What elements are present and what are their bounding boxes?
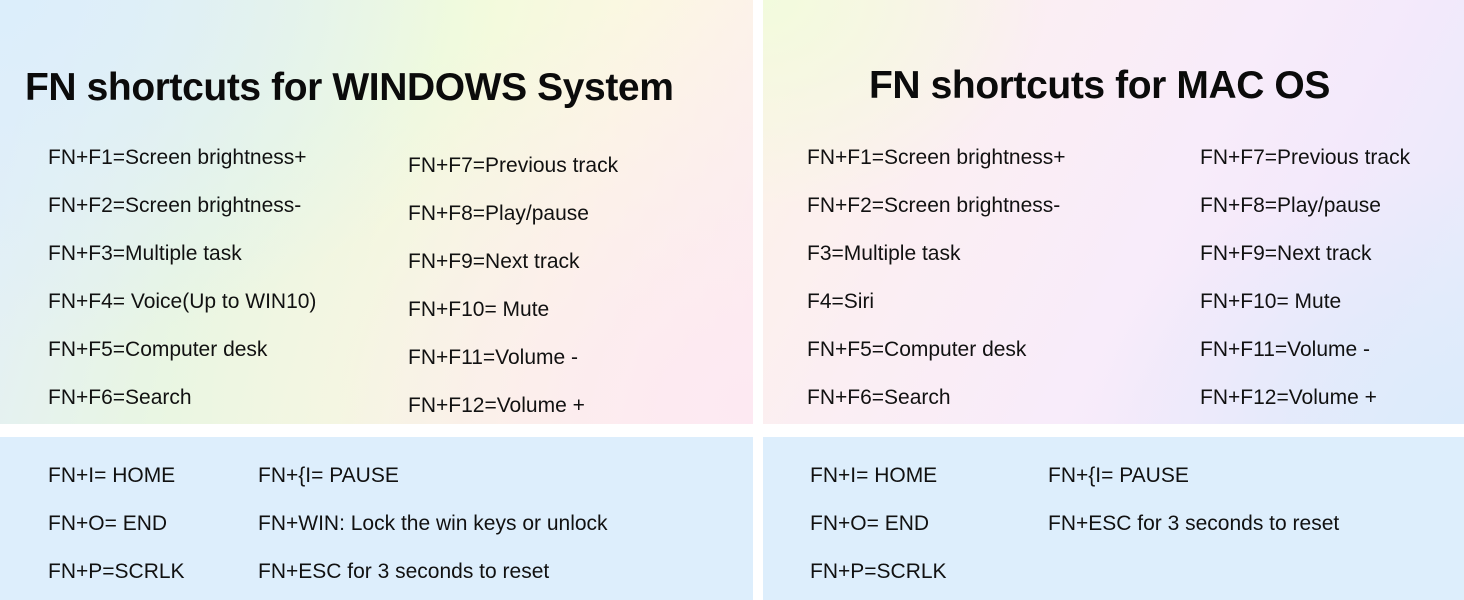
shortcut-item: FN+P=SCRLK xyxy=(810,560,947,583)
shortcut-item: FN+F7=Previous track xyxy=(408,154,619,177)
mac-shortcuts-panel xyxy=(763,0,1464,424)
shortcut-item: FN+F11=Volume - xyxy=(1200,338,1371,361)
mac-bottom-column-right: FN+{I= PAUSE FN+ESC for 3 seconds to res… xyxy=(1048,452,1339,548)
shortcut-item: FN+F12=Volume + xyxy=(1200,386,1377,409)
vertical-divider xyxy=(753,0,763,600)
mac-extra-shortcuts-panel xyxy=(763,437,1464,600)
shortcut-item: FN+F6=Search xyxy=(807,386,951,409)
shortcut-item: FN+ESC for 3 seconds to reset xyxy=(258,560,550,583)
shortcut-item: FN+I= HOME xyxy=(48,464,176,487)
shortcut-item: FN+F8=Play/pause xyxy=(408,202,589,225)
shortcut-item: F3=Multiple task xyxy=(807,242,961,265)
shortcut-item: FN+WIN: Lock the win keys or unlock xyxy=(258,512,608,535)
shortcut-item: FN+F7=Previous track xyxy=(1200,146,1411,169)
shortcut-item: FN+F12=Volume + xyxy=(408,394,585,417)
shortcut-item: FN+F5=Computer desk xyxy=(807,338,1027,361)
windows-bottom-column-right: FN+{I= PAUSE FN+WIN: Lock the win keys o… xyxy=(258,452,608,596)
shortcut-item: FN+F10= Mute xyxy=(408,298,550,321)
shortcut-item: FN+{I= PAUSE xyxy=(258,464,399,487)
shortcut-item: FN+{I= PAUSE xyxy=(1048,464,1189,487)
windows-shortcuts-panel: FN shortcuts for WINDOWS System FN+F1=Sc… xyxy=(0,0,753,424)
windows-panel-title: FN shortcuts for WINDOWS System xyxy=(25,66,674,109)
shortcut-item: FN+F5=Computer desk xyxy=(48,338,268,361)
shortcut-item: FN+F9=Next track xyxy=(408,250,580,273)
mac-top-column-left: FN+F1=Screen brightness+ FN+F2=Screen br… xyxy=(807,134,1066,422)
shortcut-item: FN+I= HOME xyxy=(810,464,938,487)
shortcut-item: FN+F8=Play/pause xyxy=(1200,194,1381,217)
shortcut-item: FN+P=SCRLK xyxy=(48,560,185,583)
horizontal-divider xyxy=(0,424,1464,437)
shortcut-item: FN+F1=Screen brightness+ xyxy=(48,146,307,169)
windows-top-column-left: FN+F1=Screen brightness+ FN+F2=Screen br… xyxy=(48,134,316,422)
shortcut-item: FN+ESC for 3 seconds to reset xyxy=(1048,512,1340,535)
shortcut-item: FN+F1=Screen brightness+ xyxy=(807,146,1066,169)
shortcut-item: FN+F2=Screen brightness- xyxy=(48,194,302,217)
shortcut-item: FN+F2=Screen brightness- xyxy=(807,194,1061,217)
shortcut-item: FN+F10= Mute xyxy=(1200,290,1342,313)
mac-bottom-column-left: FN+I= HOME FN+O= END FN+P=SCRLK xyxy=(810,452,947,596)
windows-bottom-column-left: FN+I= HOME FN+O= END FN+P=SCRLK xyxy=(48,452,185,596)
windows-extra-shortcuts-panel xyxy=(0,437,753,600)
shortcut-item: FN+F3=Multiple task xyxy=(48,242,242,265)
windows-top-column-right: FN+F7=Previous track FN+F8=Play/pause FN… xyxy=(408,142,618,424)
shortcut-item: FN+O= END xyxy=(48,512,168,535)
shortcut-item: FN+F9=Next track xyxy=(1200,242,1372,265)
shortcut-item: FN+F6=Search xyxy=(48,386,192,409)
mac-top-column-right: FN+F7=Previous track FN+F8=Play/pause FN… xyxy=(1200,134,1410,422)
mac-panel-title: FN shortcuts for MAC OS xyxy=(869,64,1330,107)
shortcut-item: FN+O= END xyxy=(810,512,930,535)
shortcut-item: FN+F11=Volume - xyxy=(408,346,579,369)
shortcut-item: F4=Siri xyxy=(807,290,875,313)
shortcut-item: FN+F4= Voice(Up to WIN10) xyxy=(48,290,317,313)
